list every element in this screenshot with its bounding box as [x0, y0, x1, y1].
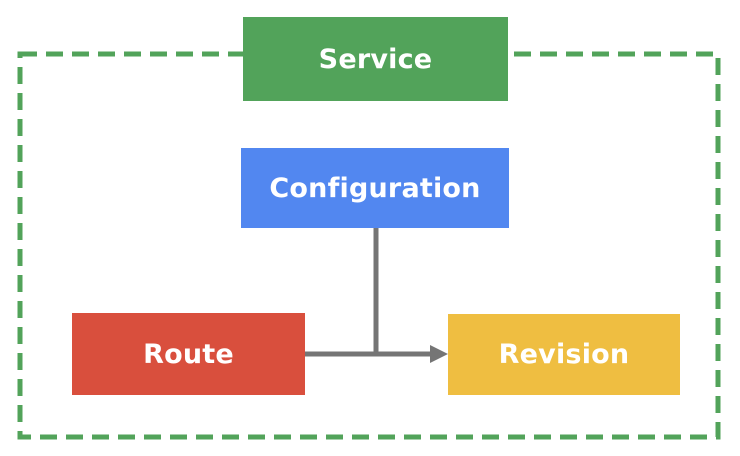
- node-revision-label: Revision: [498, 339, 630, 370]
- node-service-label: Service: [318, 43, 433, 75]
- node-route-label: Route: [143, 338, 234, 370]
- node-route[interactable]: Route: [72, 313, 305, 395]
- node-configuration[interactable]: Configuration: [241, 148, 509, 228]
- node-service[interactable]: Service: [243, 17, 508, 101]
- node-revision[interactable]: Revision: [448, 314, 680, 395]
- node-configuration-label: Configuration: [269, 172, 481, 204]
- arrowhead-icon: [430, 345, 448, 363]
